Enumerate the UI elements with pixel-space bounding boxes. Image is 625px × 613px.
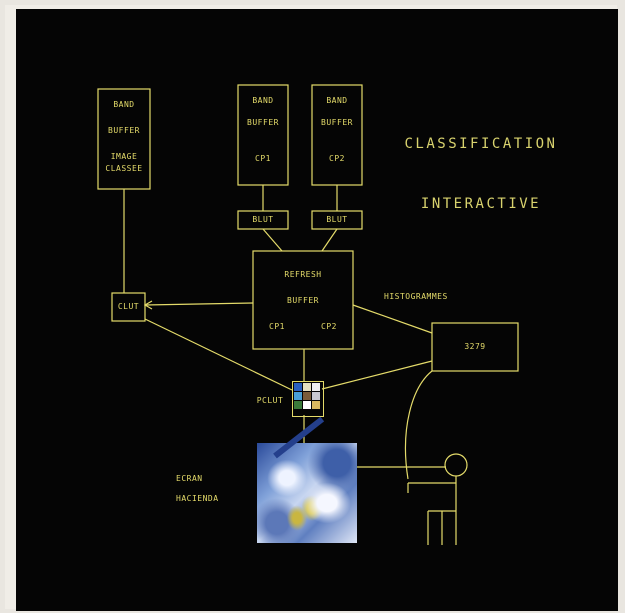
band-buffer-left-line3: IMAGE [98,153,150,161]
band-buffer-left-line1: BAND [98,101,150,109]
photo-frame: BAND BUFFER IMAGE CLASSEE BAND BUFFER CP… [5,5,617,609]
refresh-buffer-line2: BUFFER [253,297,353,305]
ecran-label: ECRAN [176,475,236,483]
title-line1: CLASSIFICATION [386,137,576,151]
band-buffer-left-line4: CLASSEE [98,165,150,173]
band-buffer-left-line2: BUFFER [98,127,150,135]
blut-1-label: BLUT [238,216,288,224]
pclut-label: PCLUT [252,397,288,405]
terminal-label: 3279 [432,343,518,351]
pclut-swatch [292,381,324,417]
clut-label: CLUT [112,303,145,311]
histogrammes-label: HISTOGRAMMES [384,293,464,301]
diagram-screen: BAND BUFFER IMAGE CLASSEE BAND BUFFER CP… [16,9,618,611]
band-buffer-cp2-line3: CP2 [312,155,362,163]
band-buffer-cp1-line2: BUFFER [238,119,288,127]
refresh-buffer-cp2: CP2 [314,323,344,331]
title-line2: INTERACTIVE [396,197,566,211]
refresh-buffer-cp1: CP1 [262,323,292,331]
band-buffer-cp1-line1: BAND [238,97,288,105]
band-buffer-cp2-line1: BAND [312,97,362,105]
hacienda-label: HACIENDA [176,495,236,503]
band-buffer-cp2-line2: BUFFER [312,119,362,127]
blut-2-label: BLUT [312,216,362,224]
classified-image [257,443,357,543]
band-buffer-cp1-line3: CP1 [238,155,288,163]
refresh-buffer-line1: REFRESH [253,271,353,279]
